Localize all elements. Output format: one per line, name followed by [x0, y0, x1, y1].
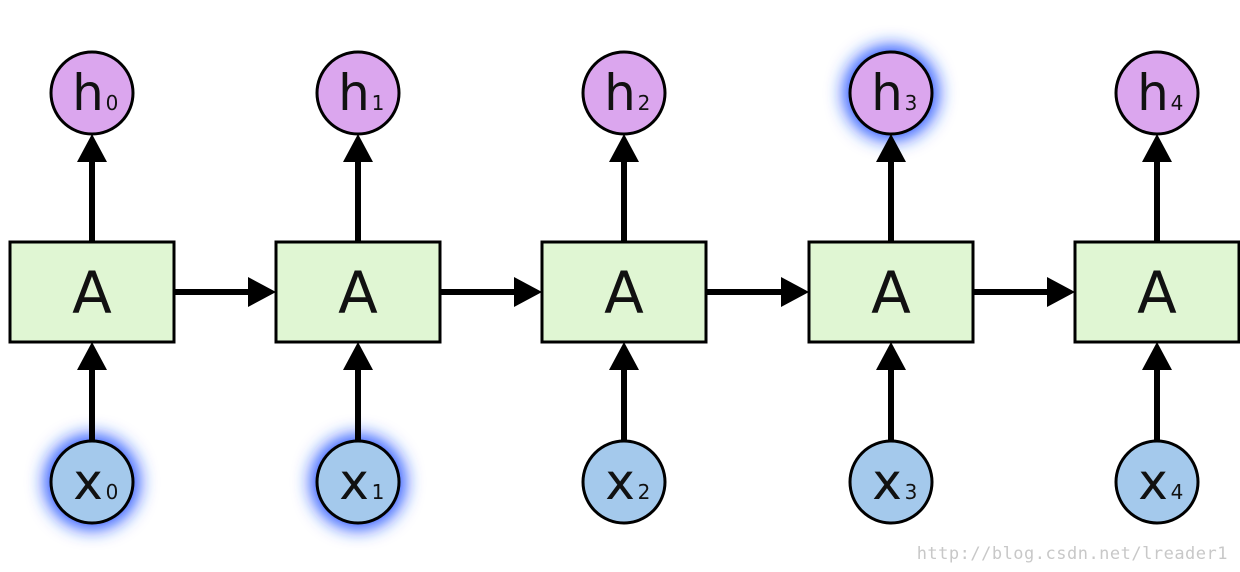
cell-4: A	[1073, 240, 1240, 344]
cell-label: A	[1137, 259, 1177, 327]
recurrent-arrow-1-2	[440, 277, 542, 307]
recurrent-arrow-3-4	[973, 277, 1075, 307]
output-subscript: 4	[1171, 91, 1184, 115]
output-subscript: 1	[372, 91, 385, 115]
output-arrow-3	[876, 134, 906, 242]
recurrent-arrow-0-1	[174, 277, 276, 307]
cell-2: A	[540, 240, 708, 344]
input-label: x	[1138, 453, 1168, 511]
cell-1: A	[274, 240, 442, 344]
output-arrow-2	[609, 134, 639, 242]
input-label: x	[339, 453, 369, 511]
input-arrow-0	[77, 342, 107, 441]
output-subscript: 2	[638, 91, 651, 115]
input-label: x	[872, 453, 902, 511]
cell-label: A	[72, 259, 112, 327]
input-arrow-3	[876, 342, 906, 441]
cell-box	[274, 240, 442, 344]
input-subscript: 4	[1171, 480, 1184, 504]
output-arrow-0	[77, 134, 107, 242]
input-arrow-1	[343, 342, 373, 441]
cell-box	[1073, 240, 1240, 344]
output-label: h	[72, 64, 104, 122]
cell-box	[8, 240, 176, 344]
input-label: x	[73, 453, 103, 511]
output-label: h	[604, 64, 636, 122]
input-arrow-4	[1142, 342, 1172, 441]
cell-3: A	[807, 240, 975, 344]
output-arrow-1	[343, 134, 373, 242]
watermark-text: http://blog.csdn.net/lreader1	[916, 544, 1228, 564]
input-subscript: 2	[638, 480, 651, 504]
input-subscript: 0	[106, 480, 119, 504]
recurrent-arrow-2-3	[706, 277, 809, 307]
output-arrow-4	[1142, 134, 1172, 242]
output-label: h	[338, 64, 370, 122]
input-subscript: 3	[905, 480, 918, 504]
input-arrow-2	[609, 342, 639, 441]
cell-label: A	[871, 259, 911, 327]
cell-label: A	[604, 259, 644, 327]
cell-0: A	[8, 240, 176, 344]
cell-box	[540, 240, 708, 344]
output-subscript: 0	[106, 91, 119, 115]
input-subscript: 1	[372, 480, 385, 504]
output-label: h	[1137, 64, 1169, 122]
cell-box	[807, 240, 975, 344]
output-subscript: 3	[905, 91, 918, 115]
output-label: h	[871, 64, 903, 122]
cell-label: A	[338, 259, 378, 327]
input-label: x	[605, 453, 635, 511]
